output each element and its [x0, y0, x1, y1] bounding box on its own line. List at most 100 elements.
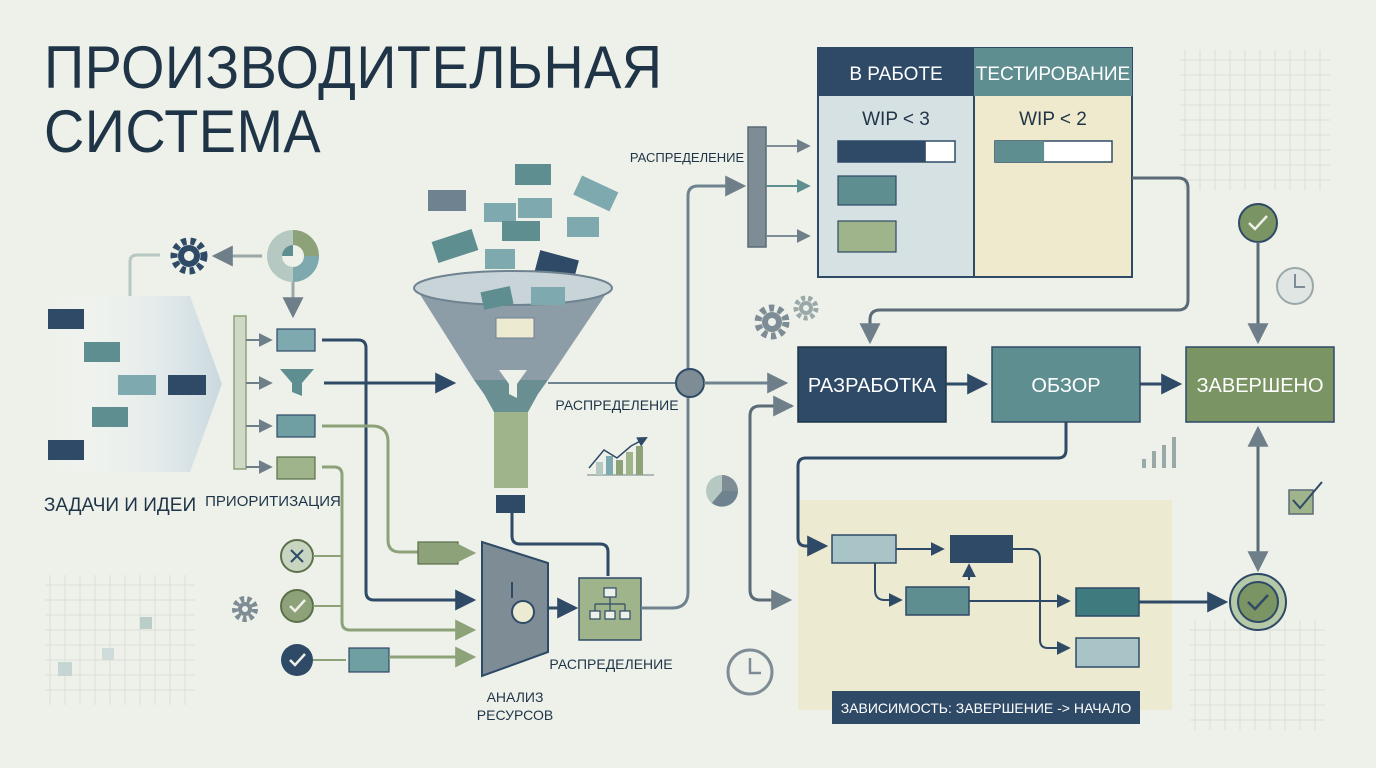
- task-card: [118, 375, 156, 395]
- gears-icon: [754, 295, 819, 340]
- check-circle-icon: [1238, 203, 1278, 243]
- decorative-grid-bottom-right: [1190, 620, 1325, 730]
- resource-analysis-label-line-1: АНАЛИЗ: [487, 689, 544, 705]
- dependency-note-badge: [832, 691, 1140, 724]
- gear-icon: [170, 237, 208, 275]
- dependency-task: [831, 534, 897, 564]
- queued-card: [417, 541, 459, 565]
- resource-analysis-label-line-2: РЕСУРСОВ: [477, 707, 553, 723]
- connector-development-loop: [748, 404, 793, 611]
- funnel-spout: [494, 412, 528, 488]
- decorative-grid-bottom-left: [45, 575, 195, 705]
- task-card: [480, 286, 514, 310]
- review-label: ОБЗОР: [1031, 375, 1100, 397]
- task-card: [168, 375, 206, 395]
- dispatcher-label: РАСПРЕДЕЛЕНИЕ: [630, 150, 745, 165]
- task-card: [48, 440, 84, 460]
- connector-testing-to-development: [859, 176, 1190, 345]
- dependency-task: [1075, 637, 1140, 668]
- prioritization-label: ПРИОРИТИЗАЦИЯ: [205, 493, 341, 510]
- pie-chart-icon: [267, 230, 319, 282]
- funnel-rim: [413, 270, 613, 306]
- funnel-group: [413, 270, 613, 513]
- column-in-progress-header: [818, 48, 974, 96]
- bar-chart-icon: [1142, 437, 1176, 468]
- queued-card: [348, 647, 390, 673]
- done-stage: [1185, 346, 1335, 423]
- check-circle-icon: [281, 644, 313, 676]
- task-card: [428, 190, 466, 211]
- task-card: [502, 221, 540, 241]
- resource-analysis-group: АНАЛИЗ РЕСУРСОВ: [477, 540, 553, 723]
- priority-card: [276, 414, 316, 438]
- connector-priority-to-queue: [322, 424, 418, 554]
- dependency-task: [1075, 587, 1140, 617]
- filter-icon: [499, 370, 527, 398]
- checkbox-icon: [1288, 481, 1323, 515]
- review-stage: [991, 346, 1141, 423]
- dependency-task: [905, 586, 970, 616]
- kanban-card: [837, 220, 897, 253]
- dispatcher-group: РАСПРЕДЕЛЕНИЕ: [630, 126, 811, 248]
- hierarchy-icon: [589, 587, 631, 620]
- cancel-icon: [280, 539, 314, 573]
- task-card: [573, 175, 619, 212]
- dispatcher-bar: [747, 126, 767, 248]
- dependency-area: ЗАВИСИМОСТЬ: ЗАВЕРШЕНИЕ -> НАЧАЛО: [748, 395, 1287, 724]
- task-card: [484, 203, 516, 222]
- decorative-grid-top-right: [1180, 50, 1330, 190]
- title-line-2: СИСТЕМА: [44, 98, 322, 165]
- dependency-task: [950, 535, 1013, 563]
- task-card: [531, 287, 565, 305]
- page-title: ПРОИЗВОДИТЕЛЬНАЯ СИСТЕМА: [44, 36, 663, 164]
- priority-card: [276, 456, 316, 480]
- funnel-output-card: [496, 495, 525, 513]
- growth-chart-icon: [587, 437, 654, 476]
- title-line-1: ПРОИЗВОДИТЕЛЬНАЯ: [44, 34, 663, 101]
- prioritization-bar: [233, 315, 247, 470]
- funnel-card: [495, 317, 535, 339]
- status-icons: [232, 539, 477, 676]
- done-label: ЗАВЕРШЕНО: [1196, 375, 1323, 397]
- in-progress-header-label: В РАБОТЕ: [849, 64, 942, 85]
- task-card: [485, 249, 515, 269]
- clock-icon: [726, 648, 774, 696]
- in-progress-wip-limit: WIP < 3: [862, 109, 930, 130]
- task-card: [515, 164, 551, 185]
- in-progress-progress-fill: [838, 141, 926, 162]
- testing-wip-limit: WIP < 2: [1019, 109, 1087, 130]
- filter-icon: [280, 369, 314, 396]
- pie-chart-icon: [706, 475, 738, 507]
- distribution-hierarchy-group: РАСПРЕДЕЛЕНИЕ: [549, 577, 673, 672]
- column-testing-header: [974, 48, 1132, 96]
- clock-icon: [1276, 267, 1314, 305]
- tasks-and-ideas-group: ЗАДАЧИ И ИДЕИ: [44, 296, 222, 516]
- task-card: [567, 217, 599, 237]
- task-card: [84, 342, 120, 362]
- dependency-note: ЗАВИСИМОСТЬ: ЗАВЕРШЕНИЕ -> НАЧАЛО: [841, 700, 1132, 716]
- feedback-loop: [128, 230, 319, 319]
- testing-progress-fill: [995, 141, 1045, 162]
- gear-icon: [232, 596, 258, 622]
- task-card: [48, 309, 84, 329]
- prioritization-group: ПРИОРИТИЗАЦИЯ: [205, 315, 341, 510]
- connector-priority-to-resources-2: [322, 465, 477, 641]
- kanban-card: [837, 175, 897, 206]
- pipeline-group: РАЗРАБОТКА ОБЗОР ЗАВЕРШЕНО: [797, 346, 1335, 423]
- funnel-middle: [474, 380, 548, 422]
- distribution-label: РАСПРЕДЕЛЕНИЕ: [555, 397, 678, 413]
- priority-card: [276, 328, 316, 352]
- connector-funnel-to-distribution: [510, 513, 610, 576]
- done-indicators: [1142, 203, 1323, 573]
- incoming-task-cards: [428, 164, 619, 281]
- development-label: РАЗРАБОТКА: [808, 375, 937, 397]
- check-circle-icon: [1229, 573, 1287, 631]
- tasks-label: ЗАДАЧИ И ИДЕИ: [44, 495, 196, 516]
- distribution-label-bottom: РАСПРЕДЕЛЕНИЕ: [549, 656, 672, 672]
- connector-priority-to-resources: [322, 338, 477, 611]
- task-card: [431, 229, 479, 263]
- testing-header-label: ТЕСТИРОВАНИЕ: [976, 64, 1130, 85]
- task-card: [518, 198, 552, 218]
